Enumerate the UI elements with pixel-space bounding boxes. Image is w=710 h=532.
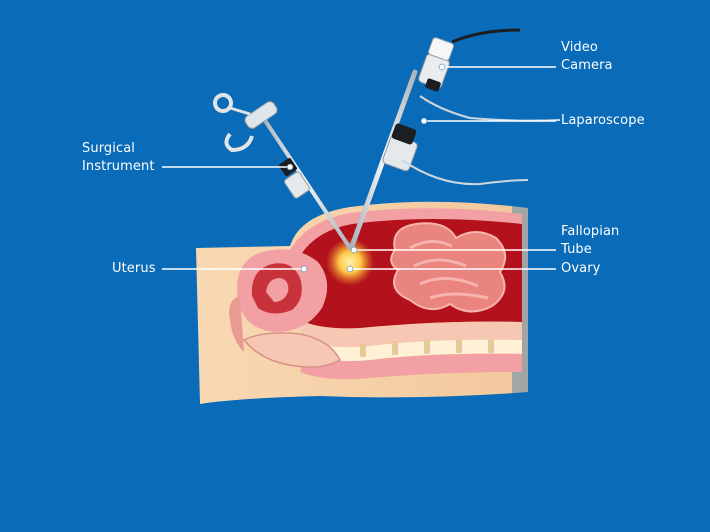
camera-coupler [425,78,441,92]
grasper-port [284,171,310,199]
trocar-cap [391,123,417,145]
leader-dots [286,63,446,273]
label-fallopian-tube: Fallopian Tube [561,223,619,259]
label-surgical-line2: Instrument [82,159,155,174]
uterus-inner [266,278,289,302]
intestines [390,222,507,313]
spine-band [304,339,522,362]
grasper-arm [229,106,251,116]
rectum [242,332,341,368]
vertebrae [360,339,494,357]
intestine-folds [409,240,489,300]
video-camera [418,28,521,92]
label-surgical-instrument: Surgical Instrument [82,140,155,176]
dot-video [438,63,446,71]
label-video-camera: Video Camera [561,39,613,75]
intestine-coils [390,222,507,313]
label-video-line1: Video [561,40,598,55]
abdominal-wall [284,208,522,268]
grasper-ring-bottom [224,132,254,153]
back-muscle [300,353,522,380]
pubic-tissue [229,296,244,352]
light-cable [419,95,561,122]
label-ovary: Ovary [561,261,601,276]
laparoscope-instrument [349,69,561,249]
label-uterus: Uterus [112,261,156,276]
label-surgical-line1: Surgical [82,141,135,156]
dot-ovary [346,265,354,273]
camera-head [427,37,455,61]
grasper-ring-top [213,93,233,113]
leader-lines [162,66,556,270]
grasper-body [244,101,278,129]
peritoneum-band [300,321,522,348]
label-laparoscope: Laparoscope [561,113,645,128]
dot-uterus [300,265,308,273]
label-video-line2: Camera [561,58,613,73]
label-fallopian-line1: Fallopian [561,224,620,239]
abdominal-wall-layer [284,208,522,268]
dot-laparoscope [420,117,428,125]
dot-fallopian [350,246,358,254]
camera-cable [451,28,521,44]
dot-surgical [286,163,294,171]
gas-tube [401,159,529,186]
label-fallopian-line2: Tube [561,242,592,257]
lower-tissue [300,321,522,380]
